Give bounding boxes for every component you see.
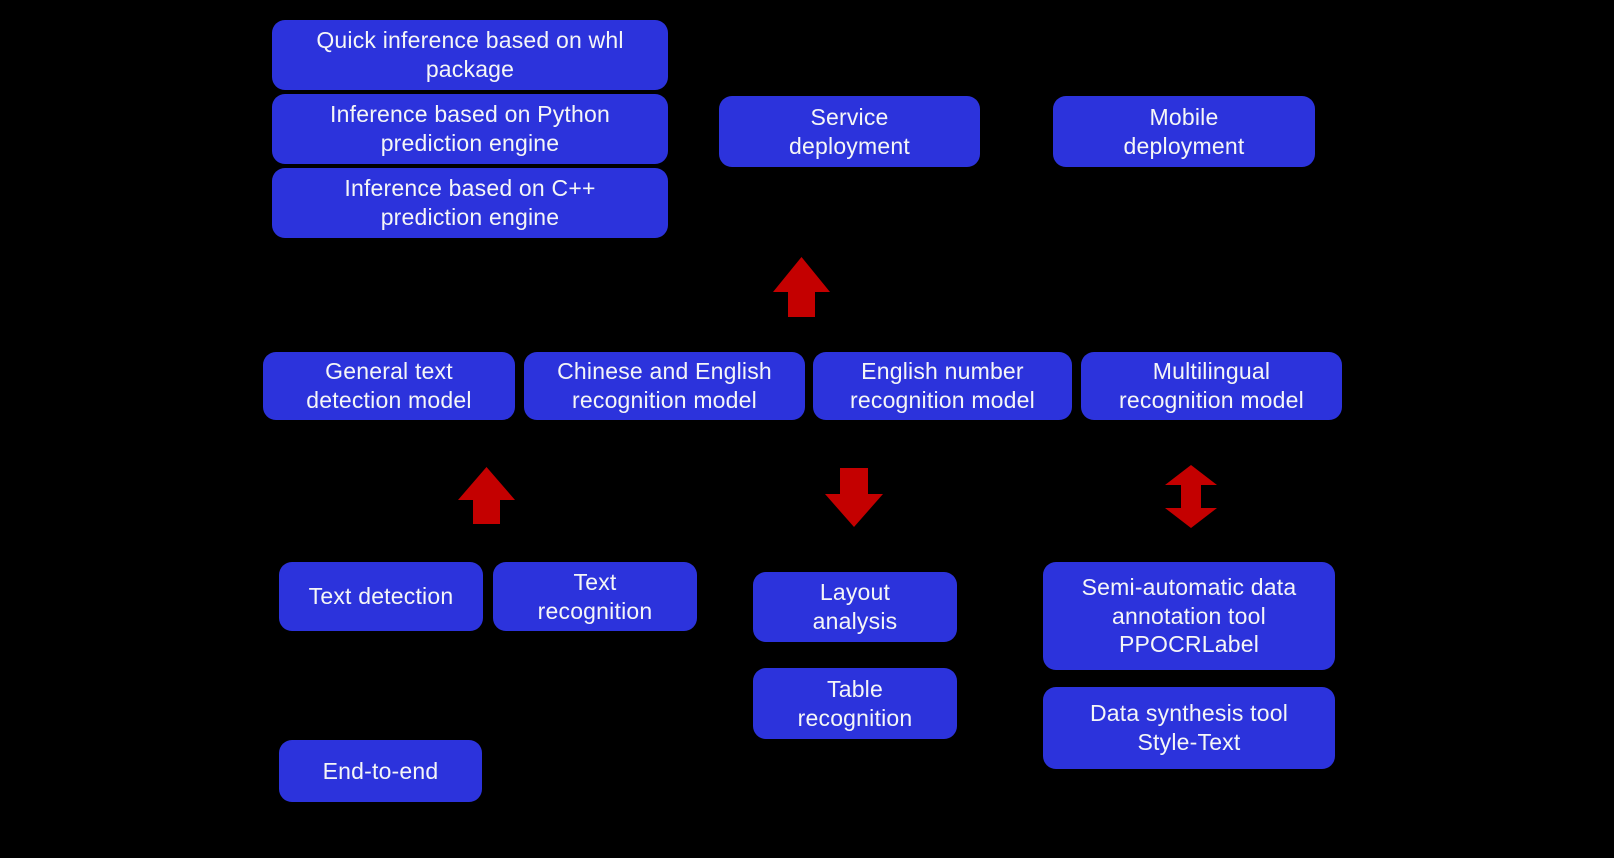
up-arrow-icon [458,467,515,524]
python-inference-box: Inference based on Python prediction eng… [272,94,668,164]
style-text-tool-box: Data synthesis tool Style-Text [1043,687,1335,769]
text-recognition-box: Text recognition [493,562,697,631]
table-recognition-box: Table recognition [753,668,957,739]
end-to-end-box: End-to-end [279,740,482,802]
service-deployment-box: Service deployment [719,96,980,167]
ppocrlabel-tool-box: Semi-automatic data annotation tool PPOC… [1043,562,1335,670]
english-number-recognition-model-box: English number recognition model [813,352,1072,420]
text-detection-box: Text detection [279,562,483,631]
down-arrow-icon [825,468,883,527]
quick-inference-box: Quick inference based on whl package [272,20,668,90]
layout-analysis-box: Layout analysis [753,572,957,642]
general-text-detection-model-box: General text detection model [263,352,515,420]
mobile-deployment-box: Mobile deployment [1053,96,1315,167]
up-arrow-icon [773,257,830,317]
up-down-arrow-icon [1165,465,1217,528]
multilingual-recognition-model-box: Multilingual recognition model [1081,352,1342,420]
chinese-english-recognition-model-box: Chinese and English recognition model [524,352,805,420]
cpp-inference-box: Inference based on C++ prediction engine [272,168,668,238]
